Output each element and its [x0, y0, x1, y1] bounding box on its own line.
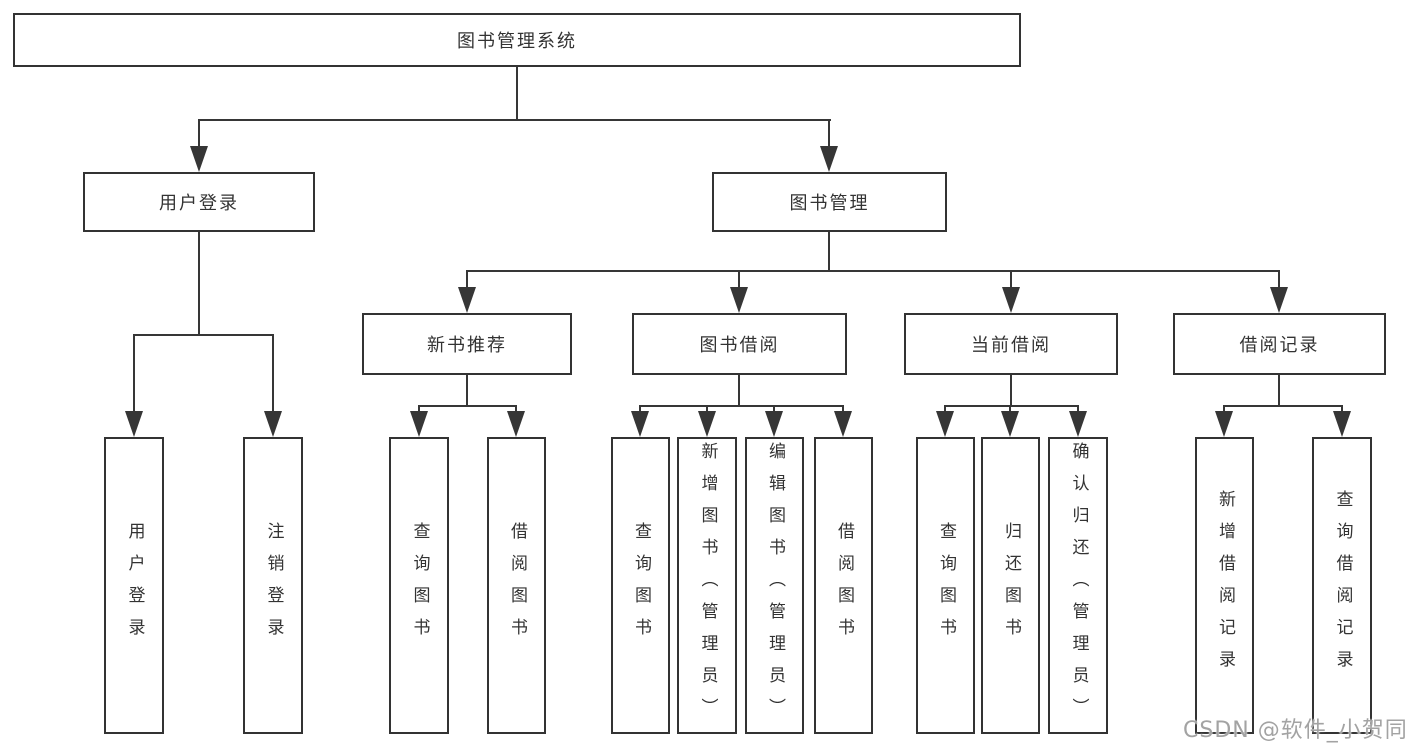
connector-line: [1077, 405, 1079, 415]
connector-line: [944, 405, 1079, 407]
connector-line: [133, 334, 274, 336]
connector-line: [1341, 405, 1343, 415]
node-leaf-return-books: 归还图书: [981, 437, 1040, 734]
connector-line: [516, 67, 518, 121]
connector-line: [1278, 375, 1280, 407]
node-book-borrowing: 图书借阅: [632, 313, 847, 375]
connector-line: [706, 405, 708, 415]
node-label: 确认归还（管理员）: [1068, 441, 1089, 730]
arrowhead-down-icon: [834, 411, 852, 437]
connector-line: [272, 334, 274, 415]
arrowhead-down-icon: [936, 411, 954, 437]
connector-line: [1223, 405, 1225, 415]
node-leaf-query-books-borrowing: 查询图书: [611, 437, 670, 734]
node-leaf-query-books-current: 查询图书: [916, 437, 975, 734]
connector-line: [466, 270, 1280, 272]
node-label: 当前借阅: [971, 335, 1051, 356]
node-leaf-confirm-return-admin: 确认归还（管理员）: [1048, 437, 1108, 734]
node-leaf-query-borrow-record: 查询借阅记录: [1312, 437, 1372, 734]
node-label: 归还图书: [1001, 521, 1021, 650]
node-leaf-add-books-admin: 新增图书（管理员）: [677, 437, 737, 734]
node-borrowing-records: 借阅记录: [1173, 313, 1386, 375]
connector-line: [1278, 270, 1280, 291]
node-label: 用户登录: [159, 193, 239, 214]
connector-line: [466, 270, 468, 291]
node-current-borrowing: 当前借阅: [904, 313, 1118, 375]
connector-line: [773, 405, 775, 415]
connector-line: [738, 270, 740, 291]
node-user-login: 用户登录: [83, 172, 315, 232]
connector-line: [1223, 405, 1343, 407]
connector-line: [466, 375, 468, 407]
arrowhead-down-icon: [507, 411, 525, 437]
node-label: 借阅图书: [834, 521, 854, 650]
arrowhead-down-icon: [1069, 411, 1087, 437]
arrowhead-down-icon: [1270, 287, 1288, 313]
node-label: 新增图书（管理员）: [697, 441, 718, 730]
connector-line: [133, 334, 135, 415]
arrowhead-down-icon: [1001, 411, 1019, 437]
node-leaf-query-books-recommend: 查询图书: [389, 437, 449, 734]
arrowhead-down-icon: [264, 411, 282, 437]
connector-line: [1009, 405, 1011, 415]
arrowhead-down-icon: [190, 146, 208, 172]
connector-line: [828, 119, 830, 151]
arrowhead-down-icon: [1333, 411, 1351, 437]
connector-line: [198, 119, 831, 121]
connector-line: [1010, 270, 1012, 291]
node-label: 图书管理系统: [457, 31, 577, 52]
node-label: 用户登录: [124, 521, 145, 650]
node-leaf-user-login: 用户登录: [104, 437, 164, 734]
connector-line: [639, 405, 844, 407]
node-label: 借阅记录: [1239, 335, 1320, 356]
node-label: 查询借阅记录: [1332, 489, 1353, 682]
node-label: 查询图书: [409, 521, 430, 650]
node-book-management: 图书管理: [712, 172, 947, 232]
arrowhead-down-icon: [458, 287, 476, 313]
connector-line: [418, 405, 517, 407]
node-leaf-borrow-books-recommend: 借阅图书: [487, 437, 546, 734]
connector-line: [828, 232, 830, 272]
node-leaf-add-borrow-record: 新增借阅记录: [1195, 437, 1254, 734]
arrowhead-down-icon: [125, 411, 143, 437]
arrowhead-down-icon: [410, 411, 428, 437]
csdn-watermark: CSDN @软件_小贺同学: [1183, 718, 1405, 743]
node-leaf-borrow-books: 借阅图书: [814, 437, 873, 734]
arrowhead-down-icon: [1002, 287, 1020, 313]
node-label: 借阅图书: [507, 521, 527, 650]
arrowhead-down-icon: [698, 411, 716, 437]
node-label: 新书推荐: [427, 335, 507, 356]
arrowhead-down-icon: [730, 287, 748, 313]
node-label: 查询图书: [631, 521, 651, 650]
arrowhead-down-icon: [765, 411, 783, 437]
arrowhead-down-icon: [631, 411, 649, 437]
node-label: 查询图书: [936, 521, 956, 650]
node-new-book-recommendation: 新书推荐: [362, 313, 572, 375]
node-library-management-system: 图书管理系统: [13, 13, 1021, 67]
node-label: 编辑图书（管理员）: [765, 441, 785, 730]
connector-line: [738, 375, 740, 407]
connector-line: [515, 405, 517, 415]
connector-line: [639, 405, 641, 415]
node-leaf-edit-books-admin: 编辑图书（管理员）: [745, 437, 804, 734]
connector-line: [198, 232, 200, 336]
connector-line: [198, 119, 200, 151]
connector-line: [944, 405, 946, 415]
connector-line: [1010, 375, 1012, 407]
node-label: 新增借阅记录: [1215, 489, 1235, 682]
node-label: 图书借阅: [699, 335, 780, 356]
node-label: 注销登录: [263, 521, 284, 650]
connector-line: [418, 405, 420, 415]
node-leaf-logout: 注销登录: [243, 437, 303, 734]
connector-line: [842, 405, 844, 415]
arrowhead-down-icon: [820, 146, 838, 172]
node-label: 图书管理: [789, 193, 870, 214]
arrowhead-down-icon: [1215, 411, 1233, 437]
